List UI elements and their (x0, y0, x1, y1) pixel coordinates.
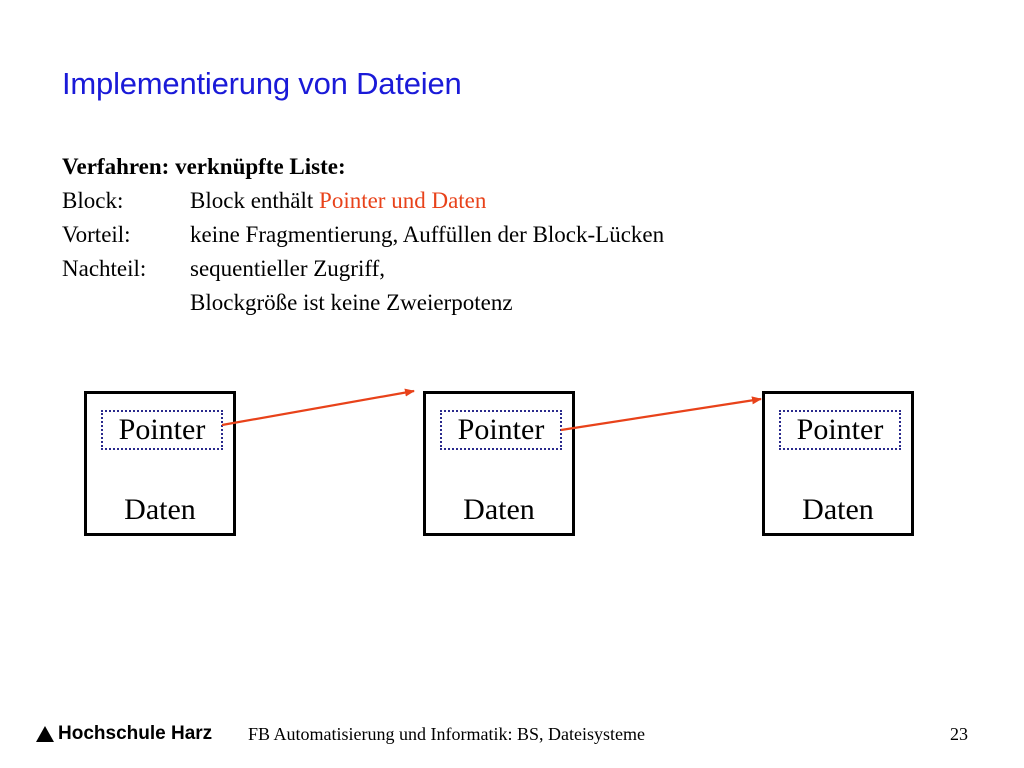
row-disadvantage: Nachteil: sequentieller Zugriff, (62, 252, 664, 286)
arrow-2-to-3 (560, 396, 762, 432)
row-text: keine Fragmentierung, Auffüllen der Bloc… (190, 222, 665, 247)
method-heading: Verfahren: verknüpfte Liste: (62, 154, 346, 179)
block-2: Pointer Daten (423, 391, 575, 536)
description-block: Verfahren: verknüpfte Liste: Block: Bloc… (62, 150, 664, 320)
row-text: Block enthält Pointer und Daten (190, 188, 487, 213)
logo-text: Hochschule Harz (58, 723, 213, 744)
data-field: Daten (463, 493, 535, 526)
highlight-text: Pointer und Daten (319, 188, 487, 213)
data-field: Daten (124, 493, 196, 526)
footer-text: FB Automatisierung und Informatik: BS, D… (248, 724, 645, 744)
row-label: Block: (62, 188, 124, 213)
row-text: sequentieller Zugriff, (190, 256, 386, 281)
pointer-field: Pointer (779, 410, 901, 450)
triangle-icon (36, 726, 54, 742)
row-text: Blockgröße ist keine Zweierpotenz (190, 290, 513, 315)
university-logo: Hochschule Harz (36, 723, 212, 745)
pointer-field: Pointer (101, 410, 223, 450)
data-field: Daten (802, 493, 874, 526)
page-number: 23 (950, 724, 968, 744)
row-block: Block: Block enthält Pointer und Daten (62, 184, 664, 218)
row-label: Nachteil: (62, 256, 147, 281)
row-advantage: Vorteil: keine Fragmentierung, Auffüllen… (62, 218, 664, 252)
slide-title: Implementierung von Dateien (62, 66, 462, 101)
row-disadvantage-cont: Blockgröße ist keine Zweierpotenz (62, 286, 664, 320)
block-1: Pointer Daten (84, 391, 236, 536)
block-3: Pointer Daten (762, 391, 914, 536)
arrow-1-to-2 (221, 388, 415, 427)
row-label: Vorteil: (62, 222, 131, 247)
